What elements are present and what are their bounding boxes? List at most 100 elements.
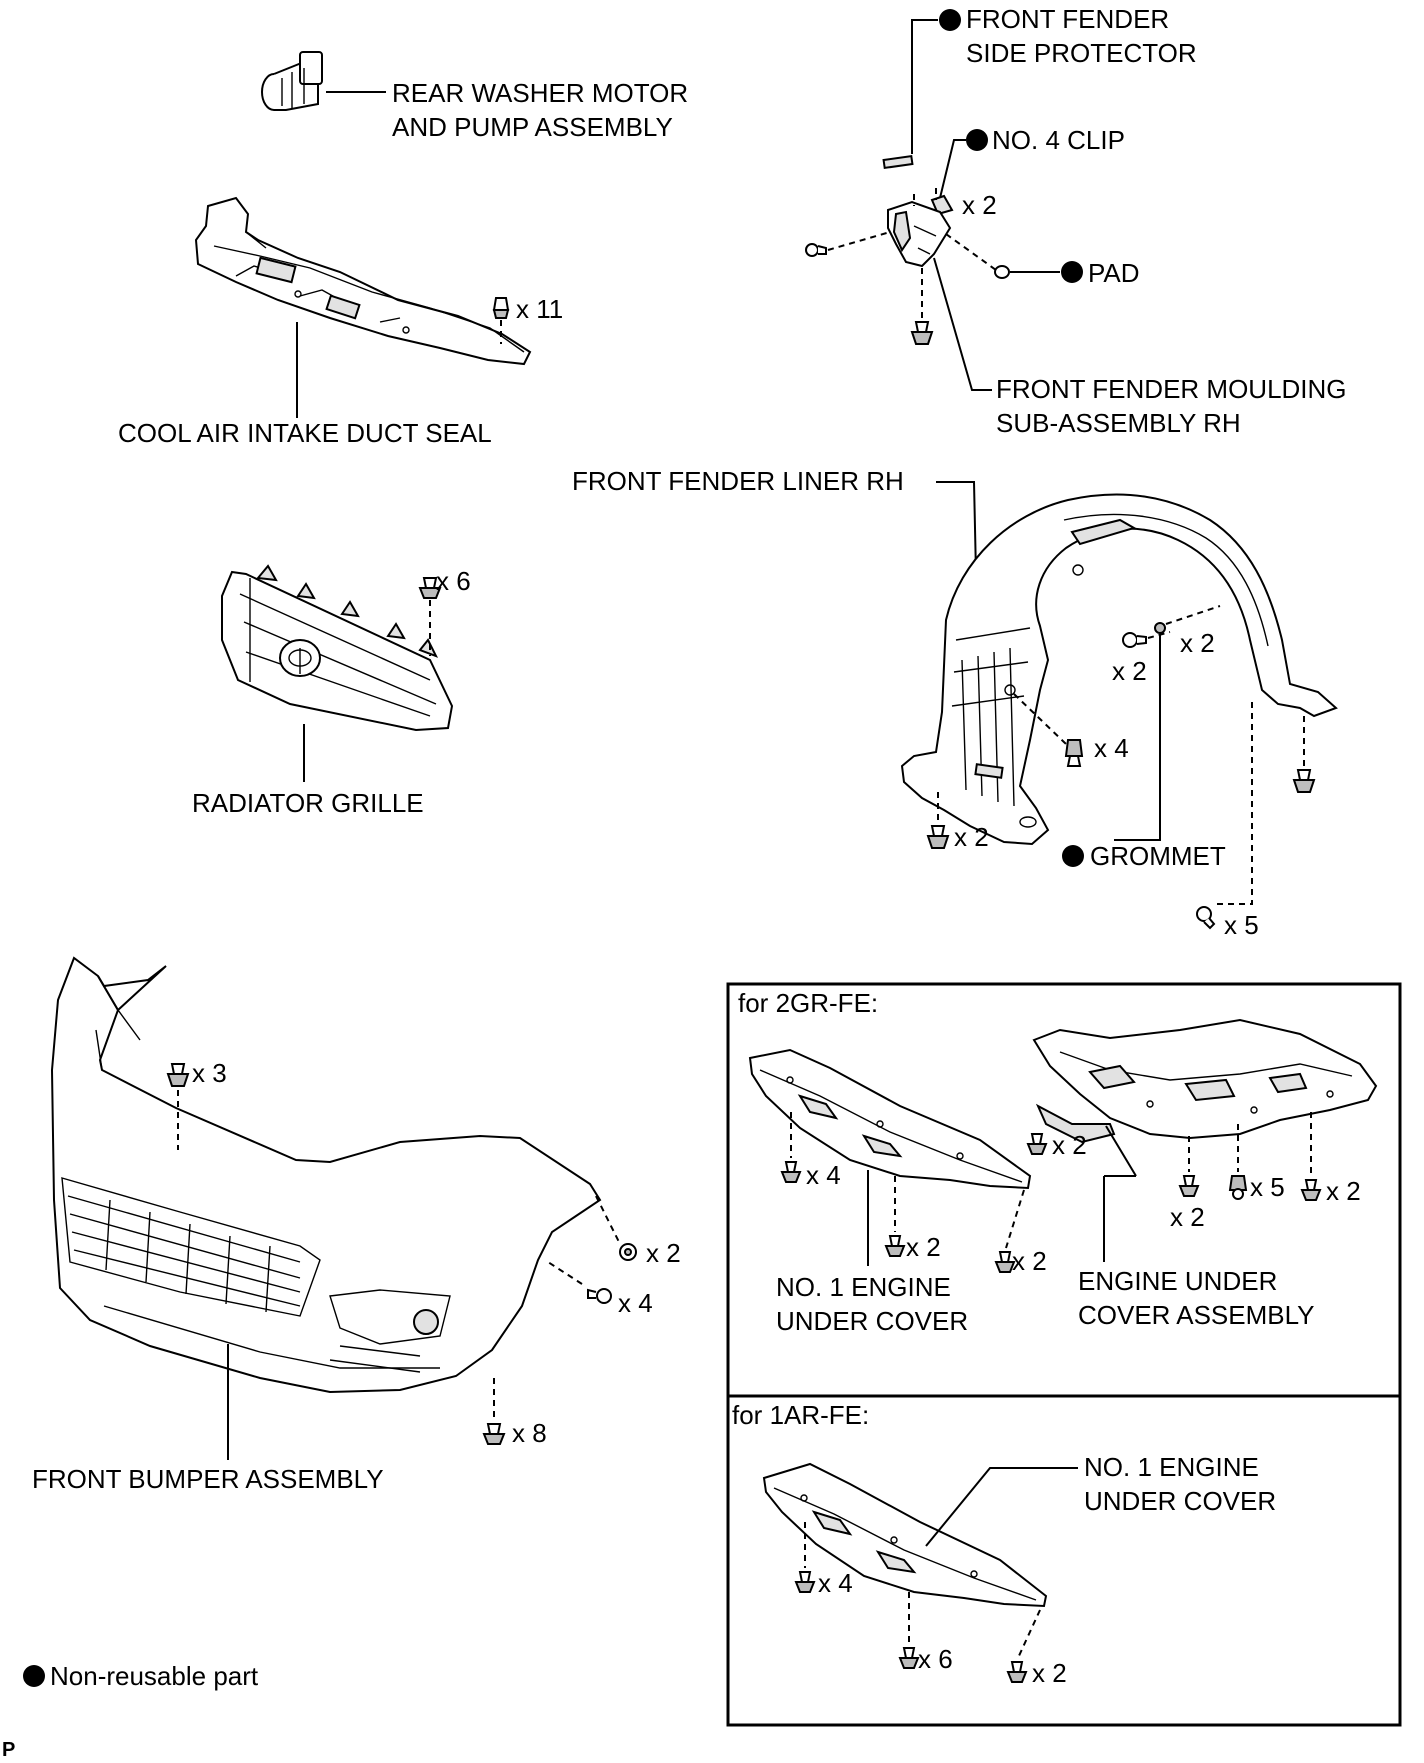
grille-clip-icon <box>418 577 442 599</box>
bumper-side-clip-icon <box>619 1243 637 1261</box>
front-fender-moulding-part <box>887 200 952 268</box>
for-1ar-heading: for 1AR-FE: <box>732 1400 869 1430</box>
bumper-top-qty: x 3 <box>192 1058 227 1088</box>
moulding-leader <box>933 257 992 391</box>
side-protector-part <box>882 154 914 170</box>
engine-variants-frame <box>726 982 1402 1727</box>
bumper-screw-icon <box>587 1288 612 1304</box>
no1-engine-under-cover-part <box>748 1048 1032 1190</box>
gr-assy-qty-d: x 2 <box>1326 1176 1361 1206</box>
rear-washer-label-line2: AND PUMP ASSEMBLY <box>392 112 673 142</box>
ar-no1-leader <box>925 1467 1078 1547</box>
duct-seal-label: COOL AIR INTAKE DUCT SEAL <box>118 418 492 448</box>
gr-assy-qty-c: x 5 <box>1250 1172 1285 1202</box>
ar-no1-label-line2: UNDER COVER <box>1084 1486 1276 1516</box>
engine-under-cover-assembly-part <box>1032 1018 1378 1144</box>
bumper-bottom-clip-icon <box>482 1423 506 1445</box>
ar-clip-a-icon <box>794 1571 816 1593</box>
grille-clip-qty: x 6 <box>436 566 471 596</box>
ar-qty-b: x 6 <box>918 1644 953 1674</box>
non-reusable-marker <box>966 129 988 151</box>
fender-liner-leader <box>936 481 977 575</box>
rear-washer-motor-part <box>261 51 323 111</box>
bumper-bottom-qty: x 8 <box>512 1418 547 1448</box>
liner-grommet-icon <box>1154 622 1166 634</box>
liner-screw-icon <box>1122 632 1147 648</box>
liner-clip-qty: x 4 <box>1094 733 1129 763</box>
fender-liner-label: FRONT FENDER LINER RH <box>572 466 904 496</box>
gr-assy-qty-b: x 2 <box>1170 1202 1205 1232</box>
ar-clip-c-icon <box>1006 1661 1028 1683</box>
gr-no1-dash-c <box>1005 1189 1025 1249</box>
liner-bottom-clip-icon <box>926 825 950 849</box>
front-fender-liner-part <box>900 493 1338 846</box>
front-bumper-label: FRONT BUMPER ASSEMBLY <box>32 1464 384 1494</box>
gr-assy-nut-icon <box>1228 1175 1248 1200</box>
no4-clip-leader <box>939 139 966 199</box>
non-reusable-marker <box>1062 845 1084 867</box>
gr-assy-qty-a: x 2 <box>1052 1130 1087 1160</box>
gr-assy-clip-d-icon <box>1300 1179 1322 1201</box>
ar-dash-c <box>1017 1609 1041 1659</box>
non-reusable-marker <box>939 9 961 31</box>
page-code: P <box>2 1739 15 1761</box>
side-protector-leader <box>911 19 938 154</box>
ar-no1-engine-under-cover-part <box>762 1462 1048 1608</box>
bumper-side-qty: x 2 <box>646 1238 681 1268</box>
liner-bottom-qty: x 2 <box>954 822 989 852</box>
liner-clip-icon <box>1064 739 1084 767</box>
liner-lower-dash <box>1214 702 1253 905</box>
ar-no1-label-line1: NO. 1 ENGINE <box>1084 1452 1259 1482</box>
gr-no1-label-line1: NO. 1 ENGINE <box>776 1272 951 1302</box>
bumper-screw-qty: x 4 <box>618 1288 653 1318</box>
liner-grommet-qty: x 2 <box>1180 628 1215 658</box>
gr-no1-clip-c-icon <box>994 1251 1016 1273</box>
bumper-side-dash <box>595 1195 621 1245</box>
gr-no1-qty-b: x 2 <box>906 1232 941 1262</box>
gr-no1-label-line2: UNDER COVER <box>776 1306 968 1336</box>
side-protector-label-line1: FRONT FENDER <box>966 4 1169 34</box>
legend-non-reusable-icon <box>23 1665 45 1687</box>
rear-washer-label-line1: REAR WASHER MOTOR <box>392 78 688 108</box>
moulding-bottom-clip-icon <box>910 321 934 345</box>
liner-right-clip-icon <box>1292 769 1316 793</box>
gr-assy-leader <box>1103 1125 1137 1262</box>
pad-label: PAD <box>1088 258 1140 288</box>
legend-label: Non-reusable part <box>50 1661 259 1691</box>
duct-clip-qty: x 11 <box>516 294 563 324</box>
no4-clip-label: NO. 4 CLIP <box>992 125 1125 155</box>
side-protector-label-line2: SIDE PROTECTOR <box>966 38 1197 68</box>
gr-assy-clip-a-icon <box>1026 1133 1048 1155</box>
liner-screw-qty: x 2 <box>1112 656 1147 686</box>
cool-air-intake-duct-seal-part <box>194 196 532 366</box>
moulding-label-line1: FRONT FENDER MOULDING <box>996 374 1347 404</box>
for-2gr-heading: for 2GR-FE: <box>738 988 878 1018</box>
liner-lower-screw-icon <box>1196 906 1216 930</box>
moulding-dash <box>913 188 937 206</box>
gr-assy-clip-b-icon <box>1178 1175 1200 1197</box>
radiator-grille-part <box>221 564 454 732</box>
pad-dash <box>945 233 997 271</box>
ar-qty-c: x 2 <box>1032 1658 1067 1688</box>
pad-part <box>994 265 1010 279</box>
gr-no1-clip-a-icon <box>780 1161 802 1183</box>
ar-qty-a: x 4 <box>818 1568 853 1598</box>
ar-clip-b-icon <box>898 1647 920 1669</box>
grommet-label: GROMMET <box>1090 841 1226 871</box>
no4-clip-qty: x 2 <box>962 190 997 220</box>
liner-lower-qty: x 5 <box>1224 910 1259 940</box>
moulding-label-line2: SUB-ASSEMBLY RH <box>996 408 1241 438</box>
gr-assy-label-line2: COVER ASSEMBLY <box>1078 1300 1315 1330</box>
bumper-top-clip-icon <box>166 1063 190 1087</box>
moulding-screw-icon <box>805 243 827 257</box>
grommet-leader <box>1114 634 1161 841</box>
gr-assy-label-line1: ENGINE UNDER <box>1078 1266 1277 1296</box>
front-bumper-part <box>50 956 602 1394</box>
gr-no1-qty-a: x 4 <box>806 1160 841 1190</box>
gr-no1-clip-b-icon <box>884 1235 906 1257</box>
gr-no1-qty-c: x 2 <box>1012 1246 1047 1276</box>
duct-clip-icon <box>492 297 510 319</box>
liner-clip-dash <box>1013 693 1067 745</box>
grille-label: RADIATOR GRILLE <box>192 788 424 818</box>
